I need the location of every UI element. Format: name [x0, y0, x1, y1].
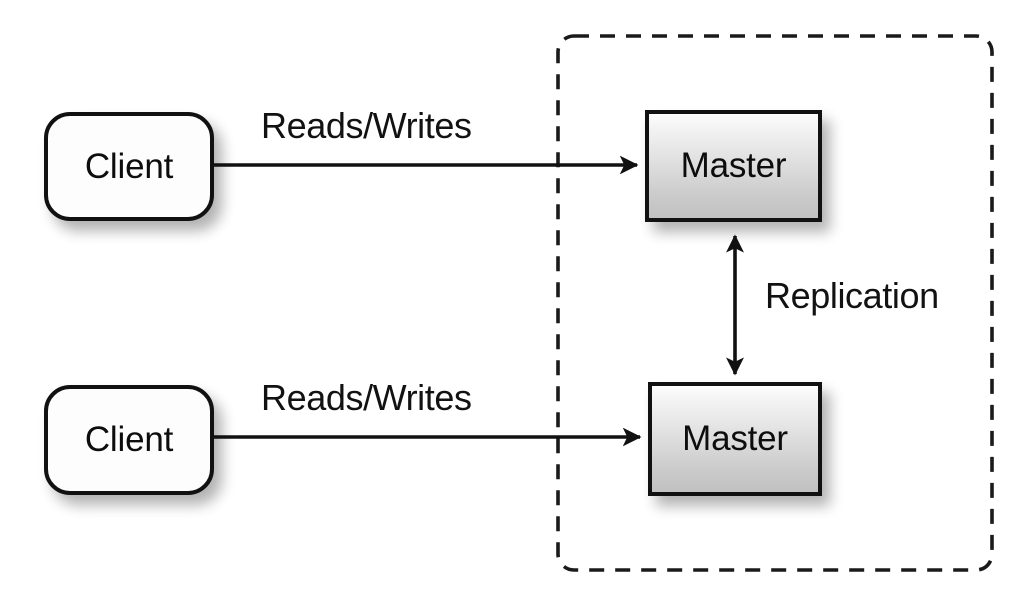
node-master-bottom-label: Master [682, 419, 788, 458]
edge-label-replication: Replication [765, 275, 939, 316]
node-client-top[interactable]: Client [44, 112, 214, 221]
node-master-top[interactable]: Master [645, 110, 822, 222]
node-client-bottom[interactable]: Client [44, 385, 214, 495]
node-master-bottom[interactable]: Master [648, 382, 822, 496]
node-client-bottom-label: Client [84, 420, 174, 459]
edge-label-reads-writes-top: Reads/Writes [261, 105, 472, 146]
node-master-top-label: Master [680, 146, 787, 185]
edge-label-reads-writes-bottom: Reads/Writes [261, 377, 472, 418]
node-client-top-label: Client [84, 146, 174, 186]
replication-cluster-boundary [556, 34, 994, 572]
